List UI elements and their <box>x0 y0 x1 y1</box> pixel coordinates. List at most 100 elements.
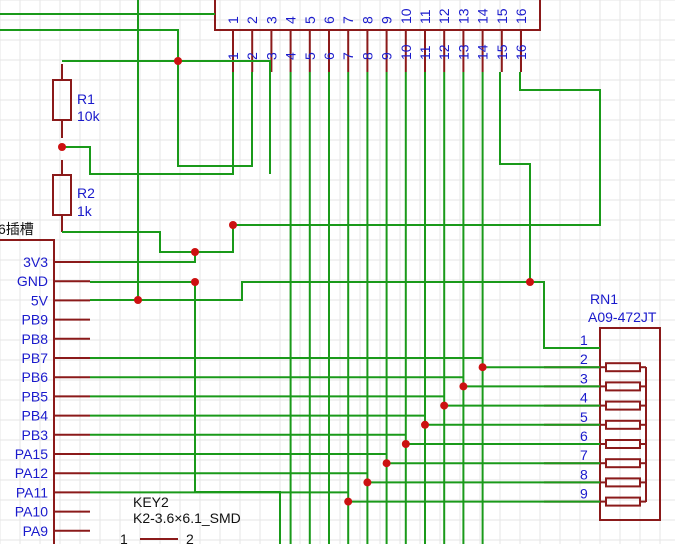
connector-label-pb8: PB8 <box>22 331 49 347</box>
connector-label-pb9: PB9 <box>22 312 49 328</box>
header-bottom-label: 12 <box>436 44 452 60</box>
left-connector-pins: 3V3GND5VPB9PB8PB7PB6PB5PB4PB3PA15PA12PA1… <box>15 254 90 544</box>
junction-6 <box>134 296 142 304</box>
wire-gnd <box>90 281 281 544</box>
rn1-pin-label: 4 <box>580 390 588 406</box>
top-header-pins <box>232 30 522 72</box>
junction-5 <box>191 278 199 286</box>
header-bottom-label: 4 <box>283 52 299 60</box>
signal-junction <box>344 497 353 506</box>
junctions <box>58 57 534 506</box>
wire-r1-r2 <box>62 72 234 175</box>
header-bottom-label: 7 <box>340 52 356 60</box>
header-bottom-label: 15 <box>494 44 510 60</box>
signal-junction <box>478 363 487 372</box>
key2-pin2-label: 2 <box>186 531 194 544</box>
header-top-label: 7 <box>340 16 356 24</box>
header-bottom-label: 9 <box>379 52 395 60</box>
header-top-label: 2 <box>244 16 260 24</box>
wire-r2-bottom <box>62 225 234 253</box>
connector-label-pb6: PB6 <box>22 369 49 385</box>
header-bottom-label: 5 <box>302 52 318 60</box>
rn1-ref: RN1 <box>590 291 618 307</box>
r2-body <box>52 174 72 216</box>
header-bottom-label: 6 <box>321 52 337 60</box>
header-vertical-wires <box>289 72 484 544</box>
resistor-r2: R2 1k <box>52 160 95 232</box>
header-top-label: 10 <box>398 8 414 24</box>
rn1-pin-label: 1 <box>580 332 588 348</box>
wires <box>0 0 601 544</box>
connector-label-5v: 5V <box>31 292 49 308</box>
connector-label-pb3: PB3 <box>22 427 49 443</box>
header-top-label: 4 <box>283 16 299 24</box>
connector-label-pa9: PA9 <box>23 523 49 539</box>
signal-junction <box>363 478 372 487</box>
left-connector-title: 6插槽 <box>0 221 34 237</box>
connector-label-pa10: PA10 <box>15 504 48 520</box>
junction-3 <box>229 221 237 229</box>
signal-junction <box>459 382 468 391</box>
header-top-label: 13 <box>455 8 471 24</box>
header-bottom-label: 8 <box>359 52 375 60</box>
rn1-value: A09-472JT <box>588 309 657 325</box>
r2-value: 1k <box>77 203 93 219</box>
connector-label-pb5: PB5 <box>22 388 49 404</box>
resistor-r1: R1 10k <box>52 64 101 138</box>
connector-label-gnd: GND <box>17 273 48 289</box>
header-top-label: 15 <box>494 8 510 24</box>
junction-7 <box>526 278 534 286</box>
wire-p15 <box>499 72 531 282</box>
signal-junction <box>440 401 449 410</box>
key2-ref: KEY2 <box>133 494 169 510</box>
rn1-pin-label: 7 <box>580 447 588 463</box>
signal-junction <box>382 459 391 468</box>
header-top-label: 6 <box>321 16 337 24</box>
header-bottom-label: 13 <box>455 44 471 60</box>
header-bottom-label: 3 <box>263 52 279 60</box>
header-top-label: 3 <box>263 16 279 24</box>
rn1-element <box>605 362 641 373</box>
key2-pin1-label: 1 <box>120 531 128 544</box>
junction-1 <box>174 57 182 65</box>
header-top-label: 12 <box>436 8 452 24</box>
header-bottom-label: 16 <box>513 44 529 60</box>
connector-label-pa8: PA8 <box>23 542 49 544</box>
wire-5v <box>90 281 600 349</box>
connector-label-pa15: PA15 <box>15 446 48 462</box>
header-bottom-label: 10 <box>398 44 414 60</box>
header-top-label: 5 <box>302 16 318 24</box>
rn1-pin-label: 8 <box>580 466 588 482</box>
switch-key2: KEY2 K2-3.6×6.1_SMD 1 2 <box>120 494 241 544</box>
wire-topleft-2 <box>0 29 253 167</box>
header-top-label: 16 <box>513 8 529 24</box>
r2-ref: R2 <box>77 185 95 201</box>
connector-label-3v3: 3V3 <box>23 254 48 270</box>
signal-junctions <box>344 363 487 506</box>
junction-4 <box>191 248 199 256</box>
junction-2 <box>58 143 66 151</box>
rn1-body <box>599 327 661 521</box>
header-top-label: 11 <box>417 9 433 24</box>
header-top-label: 1 <box>225 16 241 24</box>
connector-label-pa12: PA12 <box>15 465 48 481</box>
key2-value: K2-3.6×6.1_SMD <box>133 510 241 526</box>
rn1-element <box>605 419 641 430</box>
rn1-pin-label: 3 <box>580 370 588 386</box>
header-bottom-label: 2 <box>244 52 260 60</box>
rn1-pin-label: 2 <box>580 351 588 367</box>
signal-junction <box>421 420 429 429</box>
rn1-element <box>605 400 641 411</box>
r1-value: 10k <box>77 108 101 124</box>
header-bottom-label: 1 <box>225 52 241 60</box>
top-header-body <box>214 0 541 31</box>
signal-wires <box>90 357 600 503</box>
header-bottom-label: 14 <box>475 44 491 60</box>
header-top-label: 8 <box>359 16 375 24</box>
left-connector-body <box>0 239 55 544</box>
wire-r1-top <box>62 60 271 174</box>
r1-ref: R1 <box>77 91 95 107</box>
